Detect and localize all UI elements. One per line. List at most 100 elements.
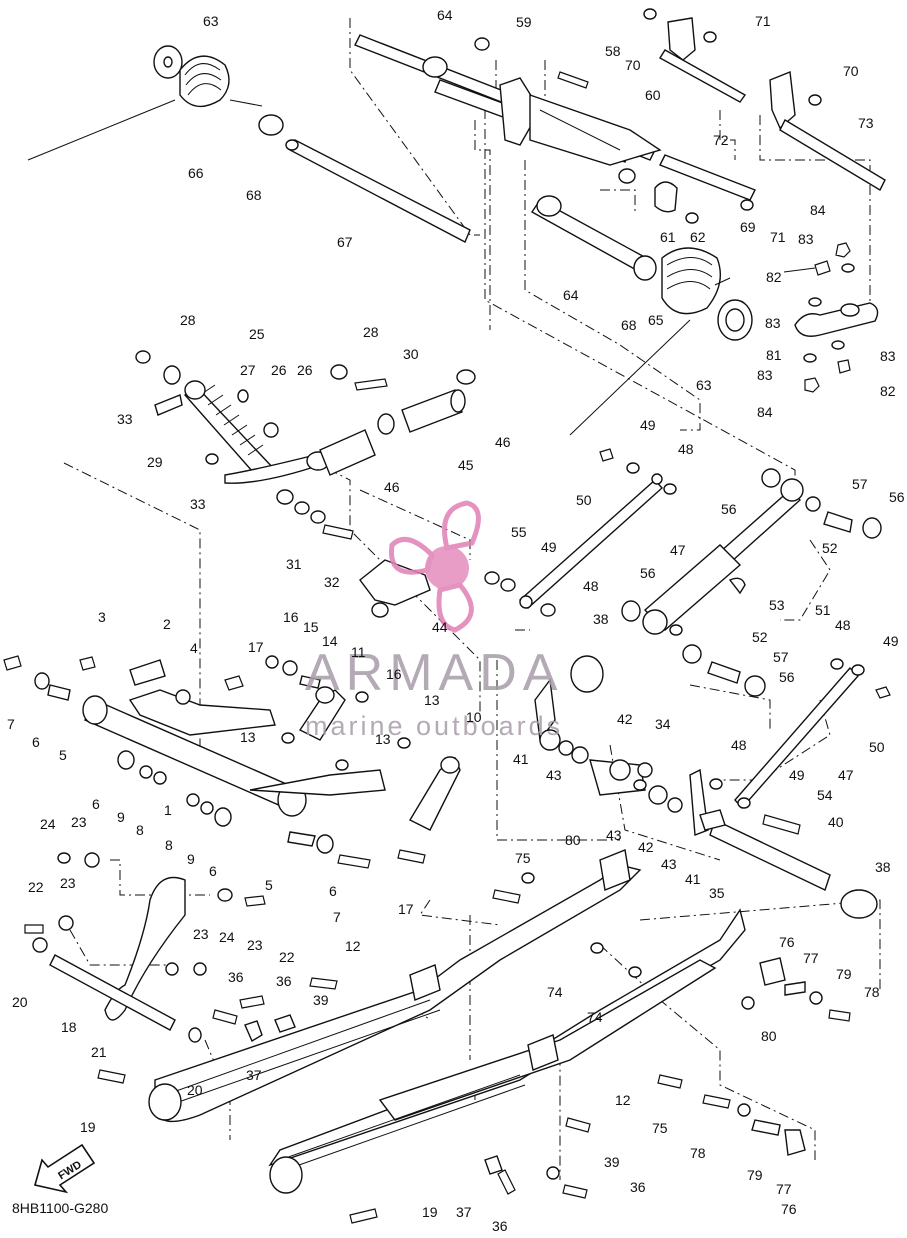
part-callout: 50 — [576, 492, 592, 508]
part-callout: 38 — [875, 859, 891, 875]
part-callout: 72 — [713, 132, 729, 148]
part-callout: 7 — [333, 909, 341, 925]
part-callout: 20 — [12, 994, 28, 1010]
part-callout: 61 — [660, 229, 676, 245]
part-callout: 68 — [621, 317, 637, 333]
part-callout: 43 — [606, 827, 622, 843]
part-callout: 38 — [593, 611, 609, 627]
part-callout: 26 — [271, 362, 287, 378]
part-callout: 67 — [337, 234, 353, 250]
part-callout: 17 — [248, 639, 264, 655]
part-callout: 25 — [249, 326, 265, 342]
part-callout: 5 — [59, 747, 67, 763]
part-callout: 2 — [163, 616, 171, 632]
part-callout: 19 — [80, 1119, 96, 1135]
part-callout: 31 — [286, 556, 302, 572]
part-callout: 48 — [678, 441, 694, 457]
part-callout: 13 — [424, 692, 440, 708]
part-callout: 42 — [617, 711, 633, 727]
part-callout: 50 — [869, 739, 885, 755]
part-callout: 60 — [645, 87, 661, 103]
part-callout: 26 — [297, 362, 313, 378]
part-callout: 24 — [40, 816, 56, 832]
part-callout: 52 — [822, 540, 838, 556]
part-callout: 12 — [615, 1092, 631, 1108]
part-callout: 53 — [769, 597, 785, 613]
part-callout: 63 — [696, 377, 712, 393]
part-callout: 81 — [766, 347, 782, 363]
part-callout: 56 — [779, 669, 795, 685]
part-callout: 79 — [747, 1167, 763, 1183]
upper-arm-group — [27, 8, 886, 436]
part-callout: 37 — [456, 1204, 472, 1220]
part-callout: 6 — [92, 796, 100, 812]
part-callout: 35 — [709, 885, 725, 901]
reference-lines — [63, 18, 881, 1180]
part-callout: 41 — [513, 751, 529, 767]
part-callout: 40 — [828, 814, 844, 830]
part-callout: 1 — [164, 802, 172, 818]
part-callout: 74 — [547, 984, 563, 1000]
part-callout: 18 — [61, 1019, 77, 1035]
part-callout: 6 — [32, 734, 40, 750]
part-callout: 13 — [375, 731, 391, 747]
part-callout: 83 — [798, 231, 814, 247]
part-callout: 52 — [752, 629, 768, 645]
part-callout: 45 — [458, 457, 474, 473]
part-callout: 27 — [240, 362, 256, 378]
part-callout: 76 — [781, 1201, 797, 1217]
part-callout: 3 — [98, 609, 106, 625]
part-callout: 68 — [246, 187, 262, 203]
part-callout: 43 — [661, 856, 677, 872]
part-callout: 70 — [843, 63, 859, 79]
part-callout: 16 — [283, 609, 299, 625]
part-callout: 17 — [398, 901, 414, 917]
part-callout: 70 — [625, 57, 641, 73]
part-callout: 23 — [193, 926, 209, 942]
part-callout: 23 — [71, 814, 87, 830]
part-callout: 46 — [384, 479, 400, 495]
part-callout: 36 — [228, 969, 244, 985]
part-callout: 83 — [765, 315, 781, 331]
part-callout: 28 — [180, 312, 196, 328]
part-callout: 77 — [803, 950, 819, 966]
part-callout: 56 — [721, 501, 737, 517]
part-callout: 49 — [640, 417, 656, 433]
part-callout: 43 — [546, 767, 562, 783]
rear-shock-group — [135, 350, 476, 618]
part-callout: 41 — [685, 871, 701, 887]
part-callout: 63 — [203, 13, 219, 29]
part-callout: 77 — [776, 1181, 792, 1197]
slide-rail-group — [24, 849, 851, 1224]
part-callout: 83 — [757, 367, 773, 383]
part-callout: 34 — [655, 716, 671, 732]
part-callout: 10 — [466, 709, 482, 725]
part-callout: 78 — [690, 1145, 706, 1161]
part-callout: 80 — [761, 1028, 777, 1044]
part-callout: 65 — [648, 312, 664, 328]
watermark-tagline: marine outboards — [305, 711, 563, 741]
part-callout: 59 — [516, 14, 532, 30]
part-callout: 13 — [240, 729, 256, 745]
forward-arrow-icon: FWD — [34, 1143, 96, 1194]
part-callout: 29 — [147, 454, 163, 470]
part-callout: 16 — [386, 666, 402, 682]
brand-watermark: ARMADA marine outboards — [305, 500, 563, 741]
part-callout: 64 — [437, 7, 453, 23]
part-callout: 51 — [815, 602, 831, 618]
part-callout: 4 — [190, 640, 198, 656]
part-callout: 79 — [836, 966, 852, 982]
part-callout: 73 — [858, 115, 874, 131]
part-callout: 6 — [209, 863, 217, 879]
part-callout: 54 — [817, 787, 833, 803]
part-callout: 8 — [165, 837, 173, 853]
part-callout: 37 — [246, 1067, 262, 1083]
part-callout: 57 — [852, 476, 868, 492]
part-callout: 23 — [60, 875, 76, 891]
link-rod-group — [484, 448, 891, 835]
part-callout: 47 — [838, 767, 854, 783]
part-callout: 84 — [810, 202, 826, 218]
propeller-logo — [388, 500, 481, 633]
